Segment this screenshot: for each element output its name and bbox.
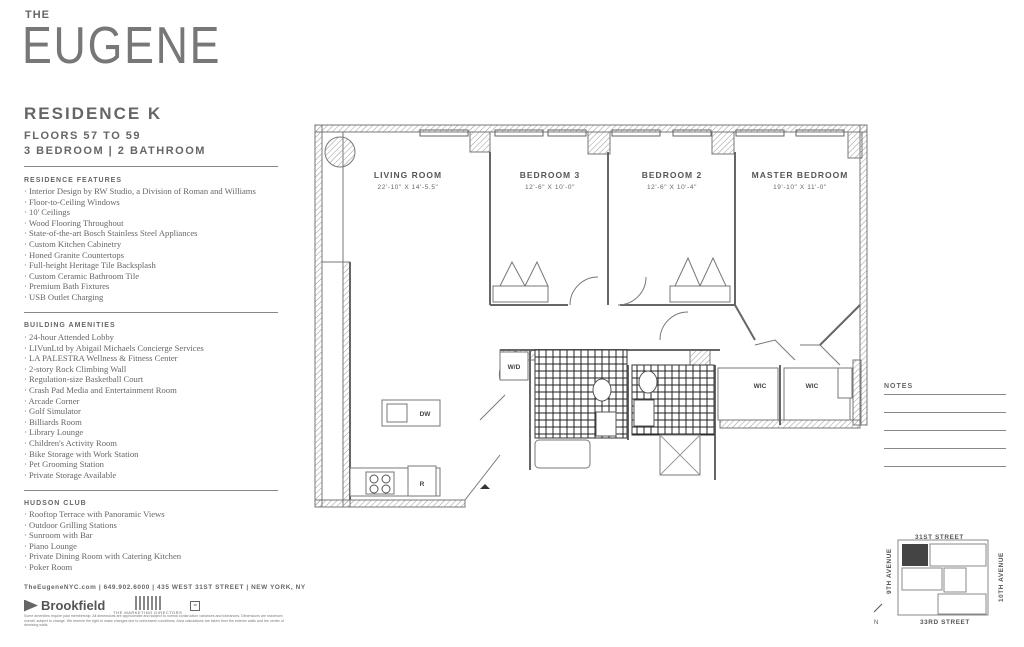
- label-wic-2: WIC: [806, 383, 819, 390]
- sink: [633, 399, 655, 427]
- notes-line: [884, 394, 1006, 395]
- avenue-9th: 9TH AVENUE: [886, 548, 893, 594]
- residence-summary: FLOORS 57 TO 59 3 BEDROOM | 2 BATHROOM: [24, 129, 206, 159]
- logo-row: Brookfield THE MARKETING DIRECTORS =: [24, 596, 201, 615]
- list-item: Premium Bath Fixtures: [24, 281, 256, 292]
- brand-the: THE: [25, 9, 50, 21]
- list-item: 10' Ceilings: [24, 207, 256, 218]
- notes-line: [884, 430, 1006, 431]
- room-bedroom-3: BEDROOM 3: [520, 170, 580, 180]
- list-item: Regulation-size Basketball Court: [24, 374, 204, 385]
- room-master-bedroom: MASTER BEDROOM: [752, 170, 849, 180]
- entry-arrow-icon: [480, 484, 490, 489]
- divider: [24, 490, 278, 491]
- sink: [595, 411, 617, 437]
- list-item: 2-story Rock Climbing Wall: [24, 364, 204, 375]
- residence-title: RESIDENCE K: [24, 104, 163, 123]
- list-item: LIVunLtd by Abigail Michaels Concierge S…: [24, 343, 204, 354]
- list-item: Children's Activity Room: [24, 438, 204, 449]
- room-bedroom-2-dims: 12'-6" X 10'-4": [647, 184, 697, 191]
- list-item: Private Storage Available: [24, 470, 204, 481]
- toilet: [638, 370, 658, 394]
- legal-disclaimer: Some amenities require paid membership. …: [24, 614, 284, 628]
- equal-housing-icon: =: [190, 600, 201, 611]
- closets: [492, 256, 853, 421]
- label-refrigerator: R: [420, 481, 425, 488]
- features-list: Interior Design by RW Studio, a Division…: [24, 186, 256, 303]
- windows: [419, 129, 845, 137]
- label-washer-dryer: W/D: [508, 364, 521, 371]
- list-item: Library Lounge: [24, 427, 204, 438]
- marketing-directors-text: THE MARKETING DIRECTORS: [113, 610, 183, 615]
- room-living: LIVING ROOM: [374, 170, 442, 180]
- room-living-dims: 22'-10" X 14'-5.5": [378, 184, 439, 191]
- contact-line: TheEugeneNYC.com | 649.902.6000 | 435 WE…: [24, 584, 306, 591]
- list-item: Rooftop Terrace with Panoramic Views: [24, 509, 181, 520]
- list-item: Crash Pad Media and Entertainment Room: [24, 385, 204, 396]
- skyline-icon: [134, 596, 161, 610]
- list-item: Golf Simulator: [24, 406, 204, 417]
- list-item: Pet Grooming Station: [24, 459, 204, 470]
- list-item: 24-hour Attended Lobby: [24, 332, 204, 343]
- notes-line: [884, 448, 1006, 449]
- room-master-bedroom-dims: 19'-10" X 11'-0": [773, 184, 827, 191]
- notes-heading: NOTES: [884, 383, 914, 390]
- list-item: Arcade Corner: [24, 396, 204, 407]
- north-label: N: [874, 620, 878, 626]
- cooktop-burners: [369, 474, 391, 494]
- column: [324, 136, 356, 168]
- list-item: Bike Storage with Work Station: [24, 449, 204, 460]
- notes-line: [884, 412, 1006, 413]
- notes-line: [884, 466, 1006, 467]
- list-item: Wood Flooring Throughout: [24, 218, 256, 229]
- amenities-heading: BUILDING AMENITIES: [24, 322, 116, 329]
- list-item: State-of-the-art Bosch Stainless Steel A…: [24, 228, 256, 239]
- north-arrow-icon: [873, 603, 883, 613]
- list-item: Outdoor Grilling Stations: [24, 520, 181, 531]
- bathtub: [534, 439, 591, 469]
- residence-rooms: 3 BEDROOM | 2 BATHROOM: [24, 145, 206, 157]
- toilet: [592, 378, 612, 402]
- list-item: USB Outlet Charging: [24, 292, 256, 303]
- divider: [24, 166, 278, 167]
- brookfield-wordmark: Brookfield: [41, 598, 106, 613]
- brookfield-logo: Brookfield: [24, 598, 105, 613]
- avenue-10th: 10TH AVENUE: [998, 552, 1005, 602]
- list-item: Custom Ceramic Bathroom Tile: [24, 271, 256, 282]
- room-bedroom-3-dims: 12'-6" X 10'-0": [525, 184, 575, 191]
- street-33rd: 33RD STREET: [920, 619, 970, 626]
- interior-walls: [349, 152, 861, 500]
- list-item: Piano Lounge: [24, 541, 181, 552]
- hudson-heading: HUDSON CLUB: [24, 500, 87, 507]
- list-item: Honed Granite Countertops: [24, 250, 256, 261]
- residence-floors: FLOORS 57 TO 59: [24, 130, 142, 142]
- list-item: Private Dining Room with Catering Kitche…: [24, 551, 181, 562]
- label-dishwasher: DW: [420, 411, 432, 418]
- street-31st: 31ST STREET: [915, 534, 964, 541]
- label-wic-1: WIC: [754, 383, 767, 390]
- exterior-walls: [314, 124, 868, 508]
- features-heading: RESIDENCE FEATURES: [24, 177, 122, 184]
- list-item: Full-height Heritage Tile Backsplash: [24, 260, 256, 271]
- brand-logo: EUGENE: [22, 17, 222, 75]
- hudson-list: Rooftop Terrace with Panoramic ViewsOutd…: [24, 509, 181, 573]
- list-item: Sunroom with Bar: [24, 530, 181, 541]
- list-item: Custom Kitchen Cabinetry: [24, 239, 256, 250]
- list-item: LA PALESTRA Wellness & Fitness Center: [24, 353, 204, 364]
- list-item: Poker Room: [24, 562, 181, 573]
- amenities-list: 24-hour Attended LobbyLIVunLtd by Abigai…: [24, 332, 204, 480]
- key-plan: 31ST STREET 33RD STREET 9TH AVENUE 10TH …: [873, 534, 1005, 626]
- room-bedroom-2: BEDROOM 2: [642, 170, 702, 180]
- list-item: Floor-to-Ceiling Windows: [24, 197, 256, 208]
- divider: [24, 312, 278, 313]
- kitchen: [349, 399, 441, 497]
- list-item: Billiards Room: [24, 417, 204, 428]
- marketing-directors-logo: THE MARKETING DIRECTORS: [113, 596, 182, 615]
- list-item: Interior Design by RW Studio, a Division…: [24, 186, 256, 197]
